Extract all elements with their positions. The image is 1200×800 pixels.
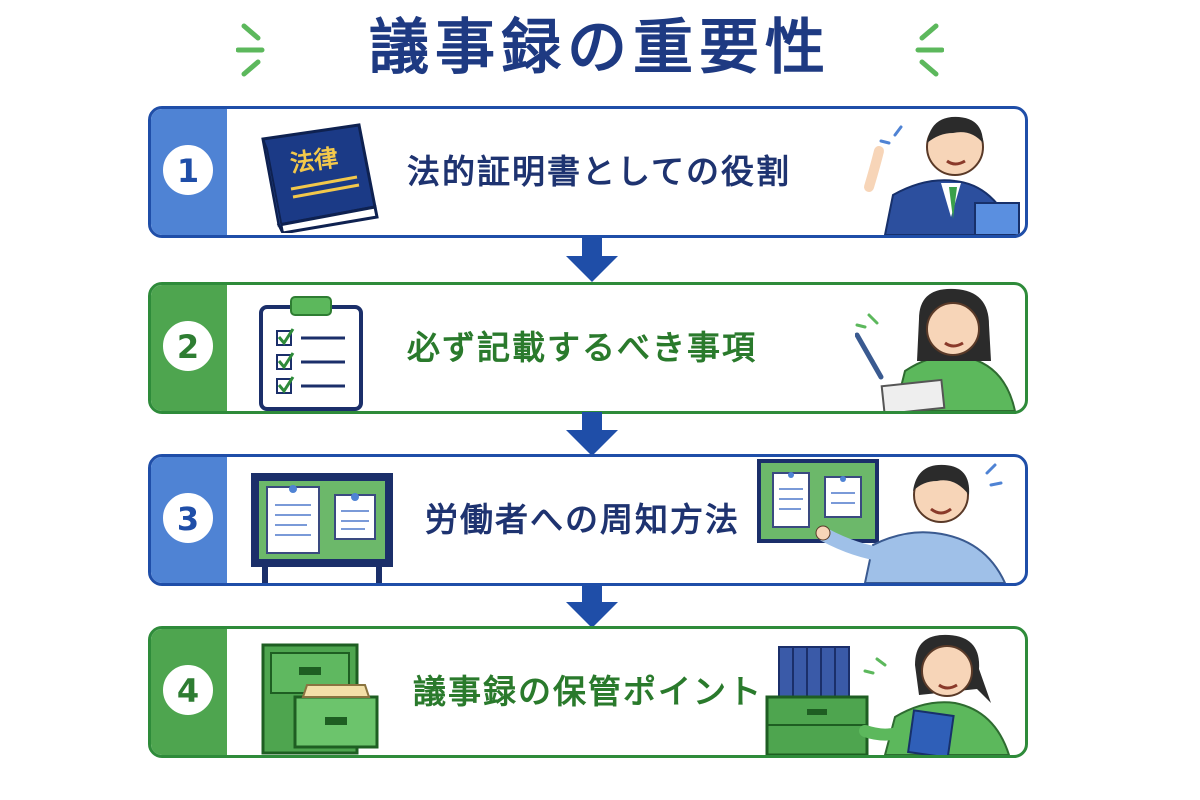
right-sparkle-icon <box>915 23 944 77</box>
step-2-number: 2 <box>163 321 213 371</box>
step-2-label: 必ず記載するべき事項 <box>407 328 757 367</box>
step-3-number: 3 <box>163 493 213 543</box>
arrow-down-icon <box>566 584 618 628</box>
law-book-icon: 法律 <box>261 123 379 233</box>
step-1-number: 1 <box>163 145 213 195</box>
arrow-down-icon <box>566 238 618 282</box>
woman-filing-icon <box>765 634 1011 755</box>
step-2-row: 2 必ず記載するべき事項 <box>148 282 1028 414</box>
checklist-clipboard-icon <box>259 296 363 411</box>
bulletin-board-icon <box>251 473 393 583</box>
step-3-row: 3 労働者への周知方法 <box>148 454 1028 586</box>
arrow-down-icon <box>566 412 618 456</box>
worker-pointing-board-icon <box>757 459 1007 583</box>
book-title: 法律 <box>288 144 339 178</box>
step-4-label: 議事録の保管ポイント <box>413 672 763 711</box>
step-4-row: 4 議事録の保管ポイント <box>148 626 1028 758</box>
left-sparkle-icon <box>236 23 265 77</box>
page-title: 議事録の重要性 <box>369 13 831 83</box>
businessman-pointing-icon <box>864 116 1020 235</box>
woman-writing-icon <box>855 288 1017 411</box>
step-3-label: 労働者への周知方法 <box>425 500 740 539</box>
step-1-row: 1 法律 法的証明書としての役割 <box>148 106 1028 238</box>
filing-cabinet-icon <box>261 643 379 755</box>
step-4-number: 4 <box>163 665 213 715</box>
step-1-label: 法的証明書としての役割 <box>407 152 792 191</box>
